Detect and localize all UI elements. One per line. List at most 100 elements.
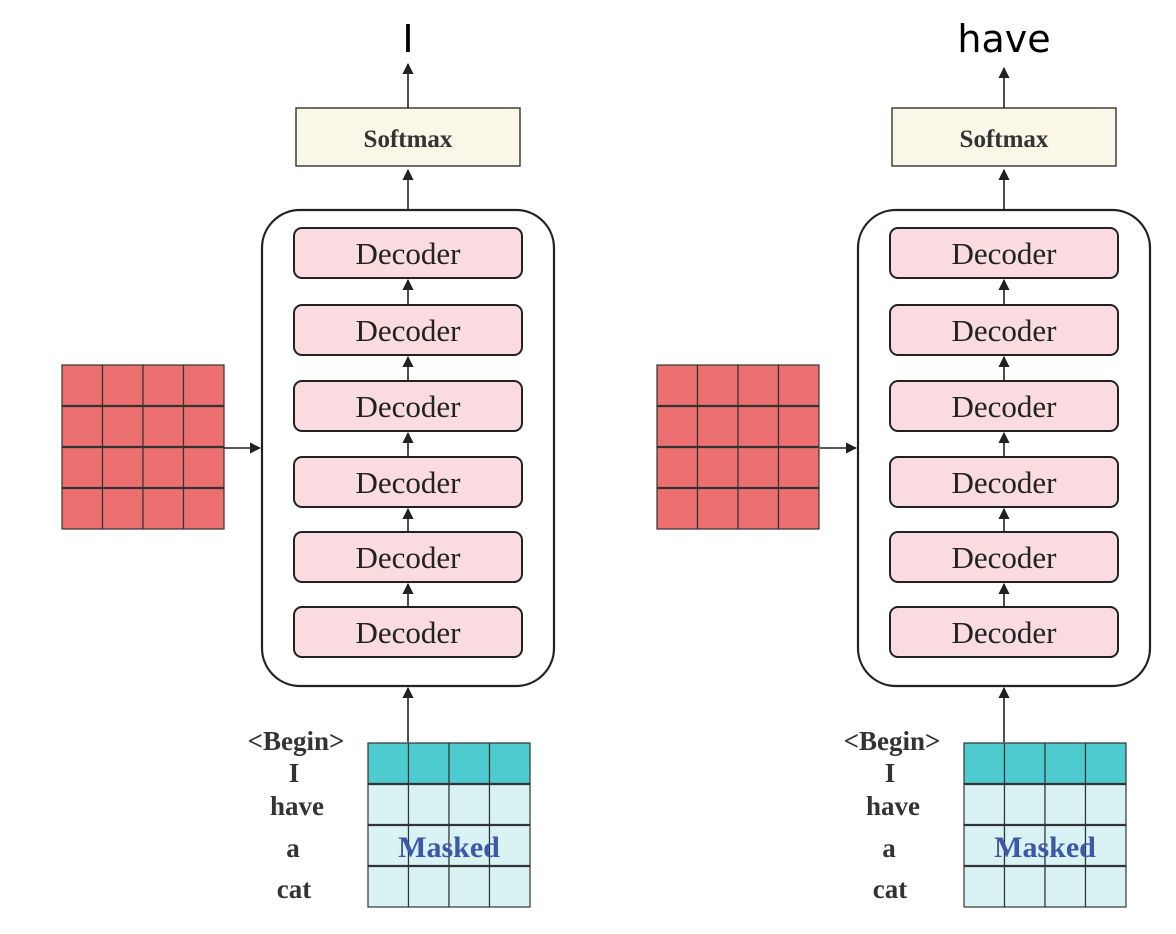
matrix-cell bbox=[696, 364, 739, 407]
matrix-cell bbox=[101, 364, 144, 407]
masked-cell bbox=[448, 783, 491, 826]
softmax-label: Softmax bbox=[364, 126, 453, 153]
token-label: a bbox=[882, 833, 896, 863]
masked-cell bbox=[407, 865, 450, 908]
decoder-label: Decoder bbox=[356, 236, 462, 271]
decoder-label: Decoder bbox=[952, 236, 1058, 271]
input-token-labels: <Begin> I have a cat bbox=[248, 726, 345, 904]
matrix-cell bbox=[142, 487, 185, 530]
matrix-cell bbox=[737, 405, 780, 448]
masked-cell bbox=[488, 865, 531, 908]
softmax-box bbox=[295, 107, 521, 167]
masked-cell bbox=[367, 783, 410, 826]
matrix-cell bbox=[182, 364, 225, 407]
softmax-label: Softmax bbox=[960, 126, 1049, 153]
masked-cell bbox=[1003, 783, 1046, 826]
matrix-cell bbox=[61, 487, 104, 530]
token-cell bbox=[1044, 742, 1087, 785]
token-cell bbox=[488, 742, 531, 785]
masked-cell bbox=[367, 865, 410, 908]
token-label: cat bbox=[277, 874, 311, 904]
matrix-cell bbox=[737, 487, 780, 530]
masked-cell bbox=[1084, 865, 1127, 908]
decoder-label: Decoder bbox=[952, 313, 1058, 348]
matrix-cell bbox=[182, 405, 225, 448]
output-word: have bbox=[957, 17, 1050, 61]
masked-label: Masked bbox=[994, 831, 1096, 864]
matrix-cell bbox=[182, 487, 225, 530]
token-cell bbox=[1003, 742, 1046, 785]
decoder-label: Decoder bbox=[356, 540, 462, 575]
token-label: cat bbox=[873, 874, 907, 904]
matrix-cell bbox=[61, 446, 104, 489]
softmax-box bbox=[891, 107, 1117, 167]
matrix-cell bbox=[737, 364, 780, 407]
matrix-cell bbox=[737, 446, 780, 489]
decoder-block bbox=[293, 227, 523, 279]
decoder-label: Decoder bbox=[356, 313, 462, 348]
token-label: <Begin> bbox=[248, 726, 345, 756]
output-word: I bbox=[402, 17, 413, 61]
encoder-context-matrix bbox=[61, 364, 225, 530]
matrix-cell bbox=[656, 446, 699, 489]
masked-cell bbox=[1003, 824, 1046, 867]
masked-cell bbox=[1044, 865, 1087, 908]
matrix-cell bbox=[696, 487, 739, 530]
input-token-matrix: Masked bbox=[963, 742, 1127, 908]
token-label: have bbox=[866, 791, 920, 821]
matrix-cell bbox=[777, 364, 820, 407]
masked-cell bbox=[963, 865, 1006, 908]
matrix-cell bbox=[101, 487, 144, 530]
decoder-label: Decoder bbox=[952, 389, 1058, 424]
matrix-cell bbox=[777, 487, 820, 530]
token-label: I bbox=[885, 758, 896, 788]
masked-cell bbox=[448, 865, 491, 908]
token-cell bbox=[448, 742, 491, 785]
encoder-context-matrix bbox=[656, 364, 820, 530]
masked-cell bbox=[407, 783, 450, 826]
masked-cell bbox=[1084, 783, 1127, 826]
matrix-cell bbox=[101, 446, 144, 489]
matrix-cell bbox=[142, 364, 185, 407]
matrix-cell bbox=[142, 446, 185, 489]
token-label: I bbox=[289, 758, 300, 788]
input-token-matrix: Masked bbox=[367, 742, 531, 908]
decoder-block bbox=[889, 227, 1119, 279]
decoder-label: Decoder bbox=[952, 615, 1058, 650]
masked-cell bbox=[488, 783, 531, 826]
inter-layer-arrows bbox=[224, 278, 414, 742]
token-cell bbox=[367, 742, 410, 785]
matrix-cell bbox=[101, 405, 144, 448]
matrix-cell bbox=[142, 405, 185, 448]
matrix-cell bbox=[656, 364, 699, 407]
decoder-label: Decoder bbox=[952, 465, 1058, 500]
inter-layer-arrows bbox=[820, 278, 1010, 742]
matrix-cell bbox=[61, 405, 104, 448]
decoder-label: Decoder bbox=[952, 540, 1058, 575]
token-cell bbox=[1084, 742, 1127, 785]
token-cell bbox=[407, 742, 450, 785]
matrix-cell bbox=[777, 446, 820, 489]
token-cell bbox=[963, 742, 1006, 785]
token-label: have bbox=[270, 791, 324, 821]
matrix-cell bbox=[656, 487, 699, 530]
matrix-cell bbox=[696, 446, 739, 489]
matrix-cell bbox=[777, 405, 820, 448]
decoder-label: Decoder bbox=[356, 465, 462, 500]
token-label: <Begin> bbox=[844, 726, 941, 756]
input-token-labels: <Begin> I have a cat bbox=[844, 726, 941, 904]
decoder-layers: Decoder Decoder Decoder Decoder Decoder … bbox=[293, 227, 523, 658]
matrix-cell bbox=[61, 364, 104, 407]
decoder-layers: Decoder Decoder Decoder Decoder Decoder … bbox=[889, 227, 1119, 658]
masked-label: Masked bbox=[398, 831, 500, 864]
matrix-cell bbox=[696, 405, 739, 448]
masked-cell bbox=[963, 783, 1006, 826]
masked-cell bbox=[1003, 865, 1046, 908]
masked-cell bbox=[1044, 783, 1087, 826]
token-label: a bbox=[286, 833, 300, 863]
panel-1: I Softmax Decoder Decoder Decoder Decode… bbox=[61, 17, 556, 908]
decoder-label: Decoder bbox=[356, 389, 462, 424]
panel-2: have Softmax Decoder Decoder Decoder Dec… bbox=[656, 17, 1152, 908]
matrix-cell bbox=[656, 405, 699, 448]
